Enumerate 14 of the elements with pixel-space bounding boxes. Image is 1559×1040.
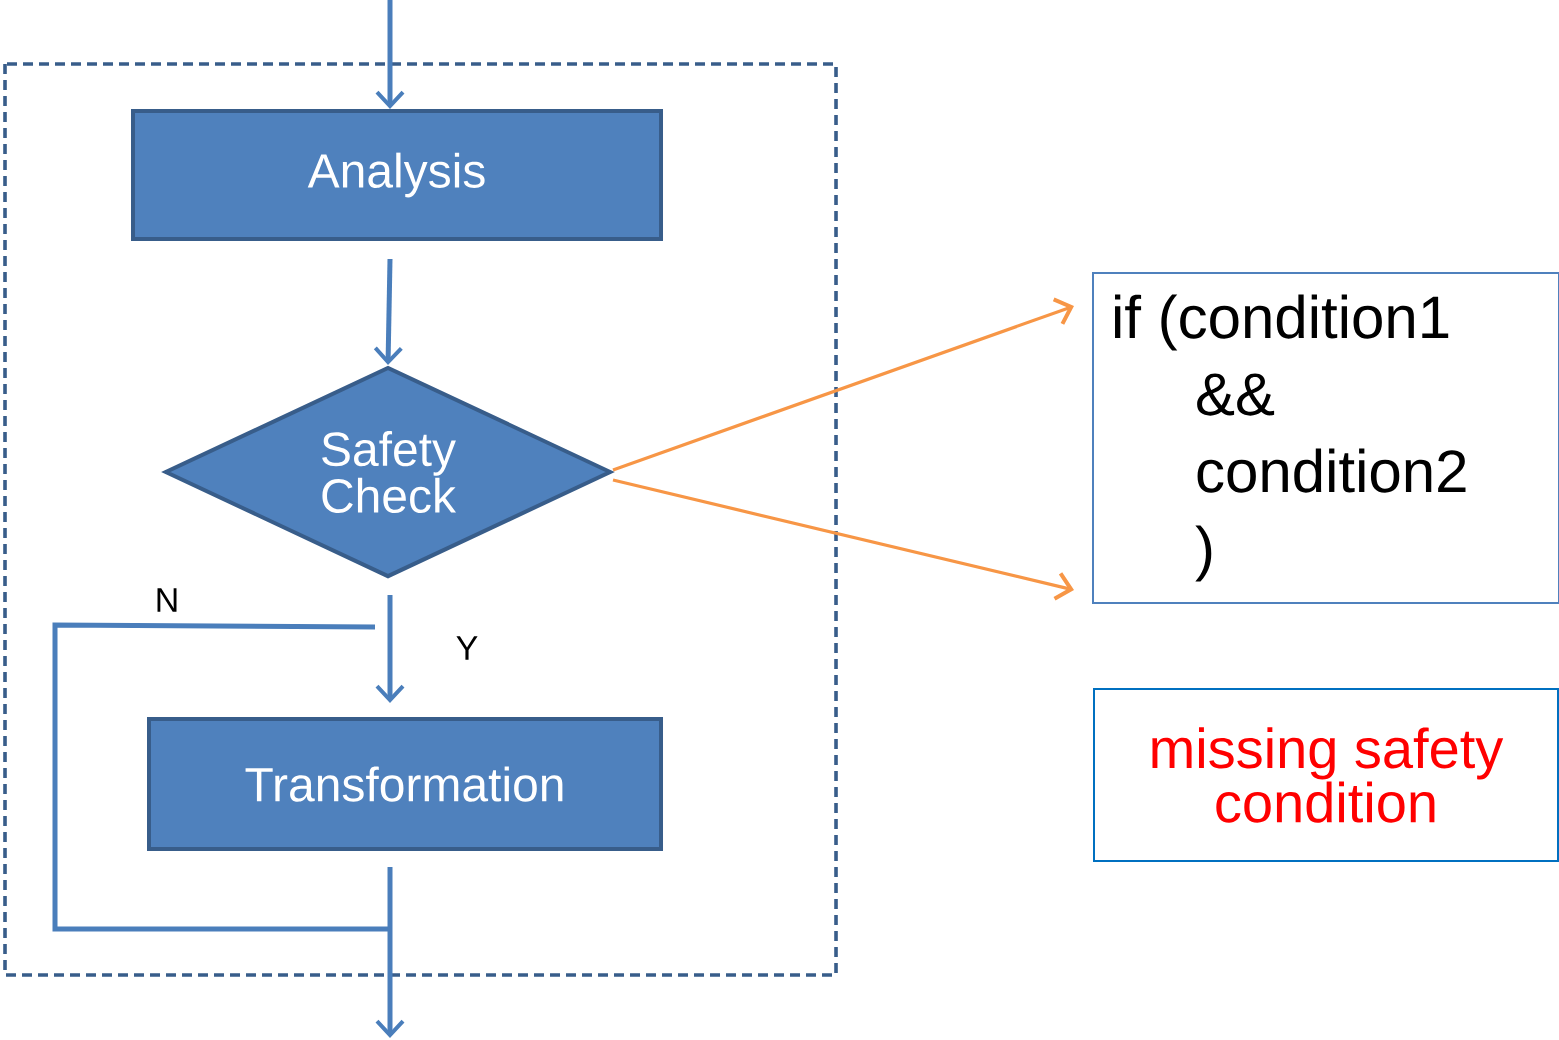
edge-label: N <box>157 588 177 612</box>
code-box: if (condition1 && condition2 ) <box>1092 272 1559 604</box>
arrow <box>375 0 405 109</box>
connector-line <box>52 622 390 932</box>
edge-label: Y <box>456 636 478 660</box>
note-box: missing safety condition <box>1093 688 1559 862</box>
process-box: Analysis <box>131 109 663 241</box>
arrow <box>373 258 403 365</box>
arrow <box>612 478 1074 601</box>
arrow <box>375 595 405 703</box>
arrow <box>612 297 1074 472</box>
arrow <box>375 929 405 1038</box>
connector-line <box>387 867 393 929</box>
process-box: Transformation <box>147 717 663 851</box>
